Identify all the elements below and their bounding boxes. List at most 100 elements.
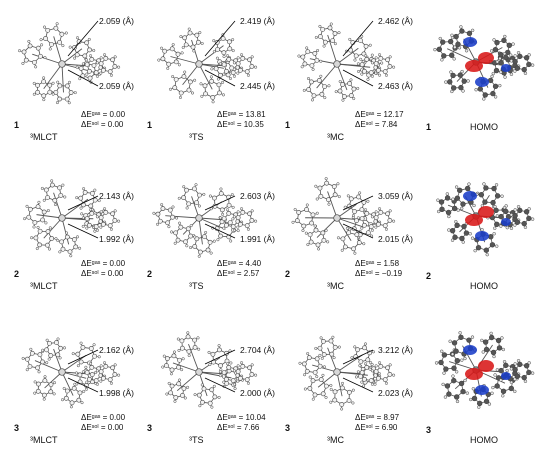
carbon-atom xyxy=(476,400,483,407)
hydrogen-atom xyxy=(454,185,459,189)
hydrogen-atom xyxy=(303,373,307,377)
hydrogen-atom xyxy=(463,378,467,383)
hydrogen-atom xyxy=(80,212,84,216)
carbon-atom xyxy=(320,391,326,397)
molecule-drawing xyxy=(152,183,258,258)
hydrogen-atom xyxy=(530,217,535,221)
carbon-atom xyxy=(453,33,459,40)
coordination-bond xyxy=(61,63,89,72)
carbon-atom xyxy=(501,37,507,44)
hydrogen-atom xyxy=(222,55,226,59)
carbon-atom xyxy=(212,394,218,400)
hydrogen-atom xyxy=(360,72,364,76)
carbon-atom xyxy=(160,56,166,62)
carbon-atom xyxy=(195,39,201,45)
carbon-atom xyxy=(169,367,175,373)
hydrogen-atom xyxy=(62,346,67,350)
orbital-lobe xyxy=(478,206,494,218)
hydrogen-atom xyxy=(469,397,473,402)
hydrogen-atom xyxy=(99,225,103,229)
carbon-atom xyxy=(247,57,253,63)
hydrogen-atom xyxy=(490,74,494,79)
carbon-atom xyxy=(317,363,323,369)
hydrogen-atom xyxy=(212,50,216,54)
hydrogen-atom xyxy=(370,215,374,219)
orbital-lobe xyxy=(465,368,483,380)
hydrogen-atom xyxy=(236,229,240,233)
hydrogen-atom xyxy=(69,254,73,258)
hydrogen-atom xyxy=(448,339,452,343)
coordination-bond xyxy=(61,371,74,396)
hydrogen-atom xyxy=(197,347,201,351)
hydrogen-atom xyxy=(160,46,164,50)
carbon-atom xyxy=(71,385,77,391)
hydrogen-atom xyxy=(434,361,439,365)
carbon-atom xyxy=(332,344,338,350)
hydrogen-atom xyxy=(236,210,240,214)
carbon-atom xyxy=(311,93,317,99)
bond-length-top: 2.704 (Å) xyxy=(240,345,275,355)
coordination-bond xyxy=(44,371,63,389)
hydrogen-atom xyxy=(513,223,517,227)
hydrogen-atom xyxy=(25,204,29,208)
hydrogen-atom xyxy=(42,76,46,80)
carbon-atom xyxy=(194,32,200,38)
carbon-atom xyxy=(48,353,54,358)
hydrogen-atom xyxy=(505,225,509,230)
carbon-atom xyxy=(179,345,185,351)
hydrogen-atom xyxy=(210,67,214,71)
hydrogen-atom xyxy=(152,211,156,215)
carbon-atom xyxy=(337,88,343,94)
hydrogen-atom xyxy=(75,65,79,69)
hydrogen-atom xyxy=(246,227,250,231)
hydrogen-atom xyxy=(300,65,304,69)
carbon-atom xyxy=(387,371,393,377)
carbon-atom xyxy=(460,201,466,207)
carbon-atom xyxy=(362,345,367,351)
hydrogen-atom xyxy=(324,395,328,399)
hydrogen-atom xyxy=(474,88,478,92)
hydrogen-atom xyxy=(35,247,39,251)
hydrogen-atom xyxy=(495,60,500,64)
carbon-atom xyxy=(178,224,184,230)
complex-number: 1 xyxy=(285,120,291,130)
hydrogen-atom xyxy=(356,216,360,220)
molecule-drawing xyxy=(18,20,121,105)
energy-gas: ΔEᵍᵃˢ = 0.00 xyxy=(81,259,126,268)
complex-number: 3 xyxy=(426,425,432,435)
coordination-bond xyxy=(61,63,64,93)
hydrogen-atom xyxy=(320,356,324,360)
hydrogen-atom xyxy=(373,382,377,386)
hydrogen-atom xyxy=(440,349,444,353)
hydrogen-atom xyxy=(340,248,344,252)
hydrogen-atom xyxy=(47,357,51,361)
carbon-atom xyxy=(359,62,365,68)
carbon-atom xyxy=(494,39,500,46)
carbon-atom xyxy=(37,242,42,248)
hydrogen-atom xyxy=(314,35,318,39)
hydrogen-atom xyxy=(246,381,250,385)
hydrogen-atom xyxy=(193,393,197,397)
carbon-atom xyxy=(314,356,320,362)
carbon-atom xyxy=(382,377,388,383)
carbon-atom xyxy=(82,189,88,195)
carbon-atom xyxy=(48,389,54,395)
carbon-atom xyxy=(162,48,168,54)
carbon-atom xyxy=(449,52,455,58)
hydrogen-atom xyxy=(186,385,190,389)
carbon-atom xyxy=(207,400,213,406)
hydrogen-atom xyxy=(487,402,492,406)
hydrogen-atom xyxy=(56,337,60,341)
carbon-atom xyxy=(346,230,352,236)
hydrogen-atom xyxy=(392,65,396,69)
carbon-atom xyxy=(459,28,465,34)
hydrogen-atom xyxy=(103,207,107,211)
hydrogen-atom xyxy=(491,385,495,390)
carbon-atom xyxy=(205,247,211,253)
carbon-atom xyxy=(503,208,509,215)
hydrogen-atom xyxy=(351,388,355,392)
carbon-atom xyxy=(488,234,494,240)
hydrogen-atom xyxy=(308,375,312,379)
hydrogen-atom xyxy=(463,356,467,361)
